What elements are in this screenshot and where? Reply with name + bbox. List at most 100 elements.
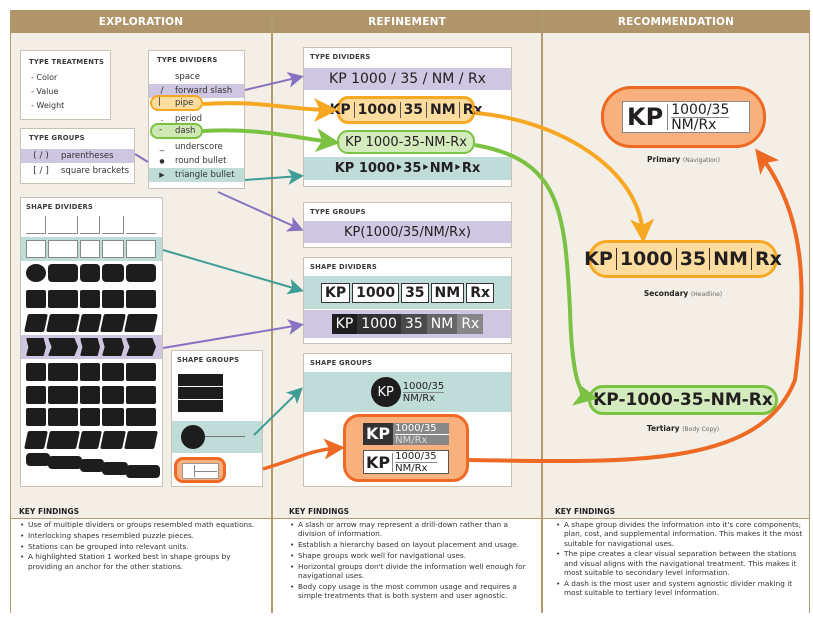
- parentheses-glyph: ( / ): [33, 151, 49, 161]
- shape-divider-segment: [102, 338, 124, 356]
- box-title: TYPE TREATMENTS: [29, 58, 105, 66]
- part: 1000: [619, 248, 673, 270]
- bottom-text: NM/Rx: [395, 462, 428, 474]
- divider-space: space: [149, 70, 244, 84]
- finding-item: A highlighted Station 1 worked best in s…: [19, 552, 264, 571]
- level: Tertiary: [646, 424, 680, 433]
- column-header-exploration: EXPLORATION: [11, 10, 271, 33]
- shape-divider-segment: [48, 216, 78, 234]
- finding-item: Interlocking shapes resembled puzzle pie…: [19, 531, 264, 541]
- triangle-bullet-icon: ▶: [159, 171, 165, 179]
- box-title: TYPE DIVIDERS: [157, 56, 218, 64]
- part: 35: [679, 248, 707, 270]
- label: round bullet: [175, 156, 227, 166]
- box-part: 1000: [352, 282, 400, 303]
- shape-divider-segment: [126, 465, 160, 478]
- box-title: TYPE GROUPS: [310, 208, 366, 216]
- shape-divider-segment: [102, 462, 128, 475]
- divider-triangle-bullet: ▶ triangle bullet: [149, 168, 244, 182]
- slash-example: KP 1000 / 35 / NM / Rx: [304, 68, 511, 90]
- shape-divider-segment: [102, 363, 124, 381]
- shape-divider-segment: [48, 290, 78, 308]
- shape-divider-segment: [102, 386, 124, 404]
- shape-divider-segment: [80, 338, 100, 356]
- usage: (Headline): [690, 291, 723, 298]
- shape-divider-segment: [126, 216, 156, 234]
- shape-divider-segment: [26, 290, 46, 308]
- label: square brackets: [61, 166, 130, 176]
- divider-forward-slash: /forward slash: [149, 84, 244, 98]
- stacked-bar: [178, 374, 223, 386]
- chevron-part: 1000: [357, 314, 401, 334]
- divider-underscore: _underscore: [149, 140, 244, 154]
- shape-divider-segment: [48, 338, 78, 356]
- dash-highlight: [150, 123, 203, 139]
- shape-divider-segment: [48, 456, 82, 469]
- top-text: 1000/35: [671, 101, 730, 118]
- shape-divider-segment: [46, 431, 80, 449]
- shape-divider-segment: [124, 314, 158, 332]
- shape-divider-segment: [80, 290, 100, 308]
- shape-divider-segment: [26, 338, 46, 356]
- shape-divider-segment: [26, 453, 50, 466]
- part: 35: [403, 102, 424, 118]
- dash-example: KP 1000-35-NM-Rx: [337, 130, 475, 154]
- box-title: SHAPE DIVIDERS: [310, 263, 378, 271]
- column-header-refinement: REFINEMENT: [273, 10, 541, 33]
- chevron-part: Rx: [457, 314, 484, 334]
- outlined-group-shape: [182, 463, 219, 479]
- finding-item: Use of multiple dividers or groups resem…: [19, 520, 264, 530]
- shape-groups-box: SHAPE GROUPS: [171, 350, 263, 487]
- bottom-text: NM/Rx: [395, 435, 428, 446]
- shape-divider-segment: [26, 408, 46, 426]
- kp-label: KP: [363, 423, 394, 445]
- shape-divider-segment: [48, 264, 78, 282]
- finding-item: A dash is the most user and system agnos…: [555, 579, 805, 598]
- top-text: 1000/35: [395, 450, 437, 463]
- key-findings-refinement: A slash or arrow may represent a drill-d…: [289, 520, 537, 602]
- shape-divider-segment: [126, 240, 156, 258]
- part: NM: [713, 248, 748, 270]
- box-part: Rx: [466, 282, 495, 303]
- finding-item: A slash or arrow may represent a drill-d…: [289, 520, 537, 539]
- treatment-weight: - Weight: [31, 101, 65, 110]
- primary-caption: Primary (Navigation): [601, 155, 766, 164]
- shape-divider-segment: [48, 408, 78, 426]
- shape-divider-segment: [80, 264, 100, 282]
- shape-divider-segment: [126, 363, 156, 381]
- shape-divider-segment: [126, 408, 156, 426]
- part: Rx: [754, 248, 782, 270]
- pipe-highlight: [150, 95, 203, 111]
- column-divider: [271, 10, 273, 613]
- shape-divider-segment: [80, 408, 100, 426]
- label: triangle bullet: [175, 170, 235, 180]
- shape-divider-segment: [24, 314, 48, 332]
- shape-divider-segment: [26, 264, 46, 282]
- secondary-caption: Secondary (Headline): [588, 289, 778, 298]
- shape-divider-segment: [102, 408, 124, 426]
- column-divider: [541, 10, 543, 613]
- line-shape: [205, 436, 245, 437]
- pipe-example: KP 1000 35 NM Rx: [329, 96, 483, 124]
- shape-divider-segment: [26, 363, 46, 381]
- shape-divider-segment: [48, 363, 78, 381]
- box-part: 35: [401, 282, 429, 303]
- shape-divider-segment: [126, 386, 156, 404]
- treatment-value: - Value: [31, 87, 59, 96]
- shape-divider-segment: [80, 216, 100, 234]
- usage: (Navigation): [682, 157, 720, 164]
- shape-divider-segment: [80, 363, 100, 381]
- glyph: /: [160, 86, 164, 96]
- bottom-text: NM/Rx: [402, 392, 436, 404]
- shape-divider-segment: [78, 431, 102, 449]
- circle-group-highlight: [172, 421, 262, 453]
- key-findings-title: KEY FINDINGS: [289, 507, 350, 516]
- shape-divider-segment: [48, 386, 78, 404]
- kp-label: KP: [623, 104, 669, 130]
- divider-period: .period: [149, 112, 244, 126]
- shape-divider-segment: [102, 240, 124, 258]
- box-title: SHAPE GROUPS: [310, 359, 373, 367]
- outlined-group-highlight: [174, 457, 226, 483]
